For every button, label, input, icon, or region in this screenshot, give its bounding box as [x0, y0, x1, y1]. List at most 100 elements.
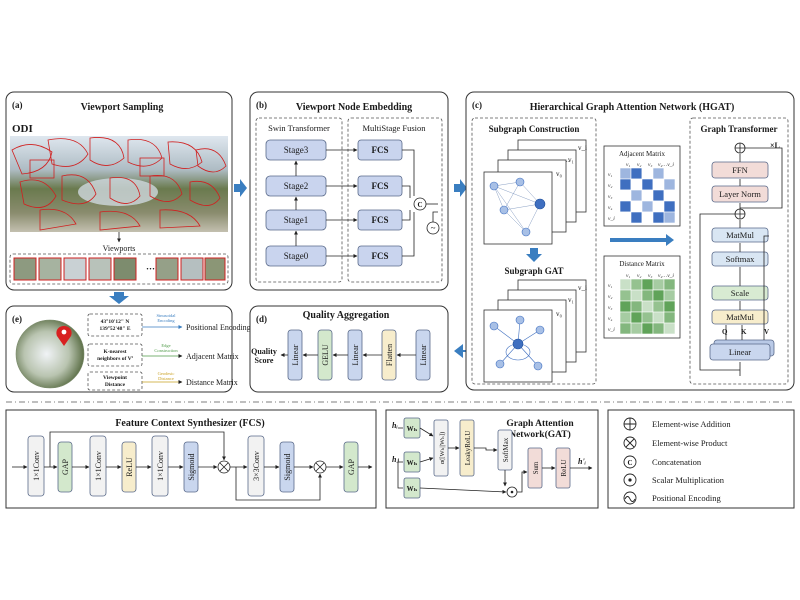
- matrix-cell: [652, 178, 665, 191]
- svg-text:v₃: v₃: [608, 305, 612, 311]
- fcs-block-0: FCS: [357, 245, 403, 267]
- matrix-cell: [630, 178, 643, 191]
- fcs-product-b: [313, 460, 327, 474]
- panel-c-label: (c): [472, 100, 482, 110]
- svg-text:Wₕ: Wₕ: [407, 485, 418, 493]
- matrix-cell: [641, 200, 654, 213]
- positional-encoding-output: Positional Encoding: [186, 323, 251, 332]
- ffn-block: FFN: [711, 161, 769, 179]
- adjacent-matrix-output: Adjacent Matrix: [186, 352, 239, 361]
- matrix-cell: [652, 200, 665, 213]
- matrix-cell: [641, 322, 654, 335]
- arrow-a-to-b: [234, 179, 247, 197]
- panel-hgat: (c) Hierarchical Graph Attention Network…: [465, 91, 795, 391]
- swin-label: Swin Transformer: [268, 123, 330, 133]
- svg-text:v_i: v_i: [578, 284, 587, 292]
- svg-text:LeakyReLU: LeakyReLU: [464, 431, 472, 466]
- fcs-product-a: [217, 460, 231, 474]
- svg-text:v₂: v₂: [608, 183, 612, 189]
- wh-block-2: Wₕ: [403, 451, 421, 473]
- matrix-cell: [641, 178, 654, 191]
- svg-text:GELU: GELU: [321, 344, 330, 366]
- fcs-gap-a: GAP: [57, 441, 73, 493]
- legend-scalar: Scalar Multiplication: [623, 473, 725, 487]
- svg-text:Stage2: Stage2: [284, 181, 309, 191]
- svg-text:MatMul: MatMul: [726, 230, 755, 240]
- svg-text:Element-wise Addition: Element-wise Addition: [652, 419, 731, 429]
- panel-fcs: Feature Context Synthesizer (FCS) 1×1Con…: [5, 409, 377, 509]
- svg-text:Positional Encoding: Positional Encoding: [652, 493, 721, 503]
- svg-text:Distance Matrix: Distance Matrix: [619, 260, 665, 268]
- location-pin-icon: [56, 326, 72, 346]
- q-label: Q: [722, 328, 728, 336]
- matrix-cell: [652, 278, 665, 291]
- matrix-cell: [630, 211, 643, 224]
- fcs-relu: ReLU: [121, 441, 137, 493]
- stage1-block: Stage1: [265, 209, 327, 231]
- stage0-block: Stage0: [265, 245, 327, 267]
- matrix-cell: [619, 322, 632, 335]
- matrix-cell: [663, 189, 676, 202]
- hj-label: hⱼ: [392, 455, 399, 464]
- svg-text:Linear: Linear: [291, 344, 300, 365]
- qa-linear-1: Linear: [287, 329, 303, 381]
- matrix-cell: [652, 189, 665, 202]
- matrix-cell: [641, 300, 654, 313]
- svg-text:1×1Conv: 1×1Conv: [32, 451, 41, 481]
- svg-text:C: C: [417, 201, 422, 209]
- add-node-mid: [734, 208, 746, 220]
- matrix-cell: [652, 167, 665, 180]
- svg-text:Adjacent Matrix: Adjacent Matrix: [619, 150, 666, 158]
- svg-text:MatMul: MatMul: [726, 312, 755, 322]
- panel-b-title: Viewport Node Embedding: [296, 102, 412, 113]
- matrix-cell: [663, 211, 676, 224]
- svg-text:α([Wₕ||Wₕ]): α([Wₕ||Wₕ]): [439, 432, 446, 465]
- softmax-block: Softmax: [711, 251, 769, 267]
- matrix-cell: [619, 289, 632, 302]
- svg-text:v₃: v₃: [648, 162, 652, 168]
- matrix-cell: [619, 300, 632, 313]
- qa-linear-2: Linear: [347, 329, 363, 381]
- matrix-cell: [652, 289, 665, 302]
- svg-text:v₄…v_i: v₄…v_i: [658, 162, 674, 168]
- odi-label: ODI: [12, 123, 33, 135]
- svg-text:v₁: v₁: [568, 156, 574, 164]
- svg-text:SoftMax: SoftMax: [502, 437, 510, 462]
- fcs-sigmoid-b: Sigmoid: [279, 441, 295, 493]
- wh-block-1: Wₕ: [403, 417, 421, 439]
- svg-text:v_i: v_i: [578, 144, 587, 152]
- svg-text:FCS: FCS: [371, 251, 388, 261]
- matrix-cell: [619, 211, 632, 224]
- svg-text:GAP: GAP: [347, 458, 356, 475]
- svg-text:1×1Conv: 1×1Conv: [156, 451, 165, 481]
- panel-d-title: Quality Aggregation: [303, 310, 390, 321]
- legend-panel: Element-wise Addition Element-wise Produ…: [607, 409, 795, 509]
- matrix-cell: [641, 167, 654, 180]
- fcs-block-2: FCS: [357, 175, 403, 197]
- graph-transformer-label: Graph Transformer: [701, 124, 778, 134]
- gat-sum-block: Sum: [527, 447, 543, 489]
- svg-text:v₂: v₂: [637, 162, 641, 168]
- svg-text:Wₕ: Wₕ: [407, 425, 418, 433]
- svg-text:Wₕ: Wₕ: [407, 459, 418, 467]
- svg-text:~: ~: [431, 223, 436, 233]
- svg-text:v₄: v₄: [608, 205, 612, 211]
- fcs-sigmoid-a: Sigmoid: [183, 441, 199, 493]
- k-label: K: [741, 328, 747, 336]
- fcs-gap-b: GAP: [343, 441, 359, 493]
- msf-label: MultiStage Fusion: [362, 123, 426, 133]
- svg-text:Linear: Linear: [351, 344, 360, 365]
- svg-text:v₄…v_i: v₄…v_i: [658, 273, 674, 279]
- panel-viewport-node-embedding: (b) Viewport Node Embedding Swin Transfo…: [249, 91, 449, 291]
- matrix-cell: [641, 189, 654, 202]
- matrix-cell: [652, 300, 665, 313]
- matrix-cell: [652, 322, 665, 335]
- matrix-cell: [663, 300, 676, 313]
- linear-block-transformer: Linear: [709, 339, 775, 361]
